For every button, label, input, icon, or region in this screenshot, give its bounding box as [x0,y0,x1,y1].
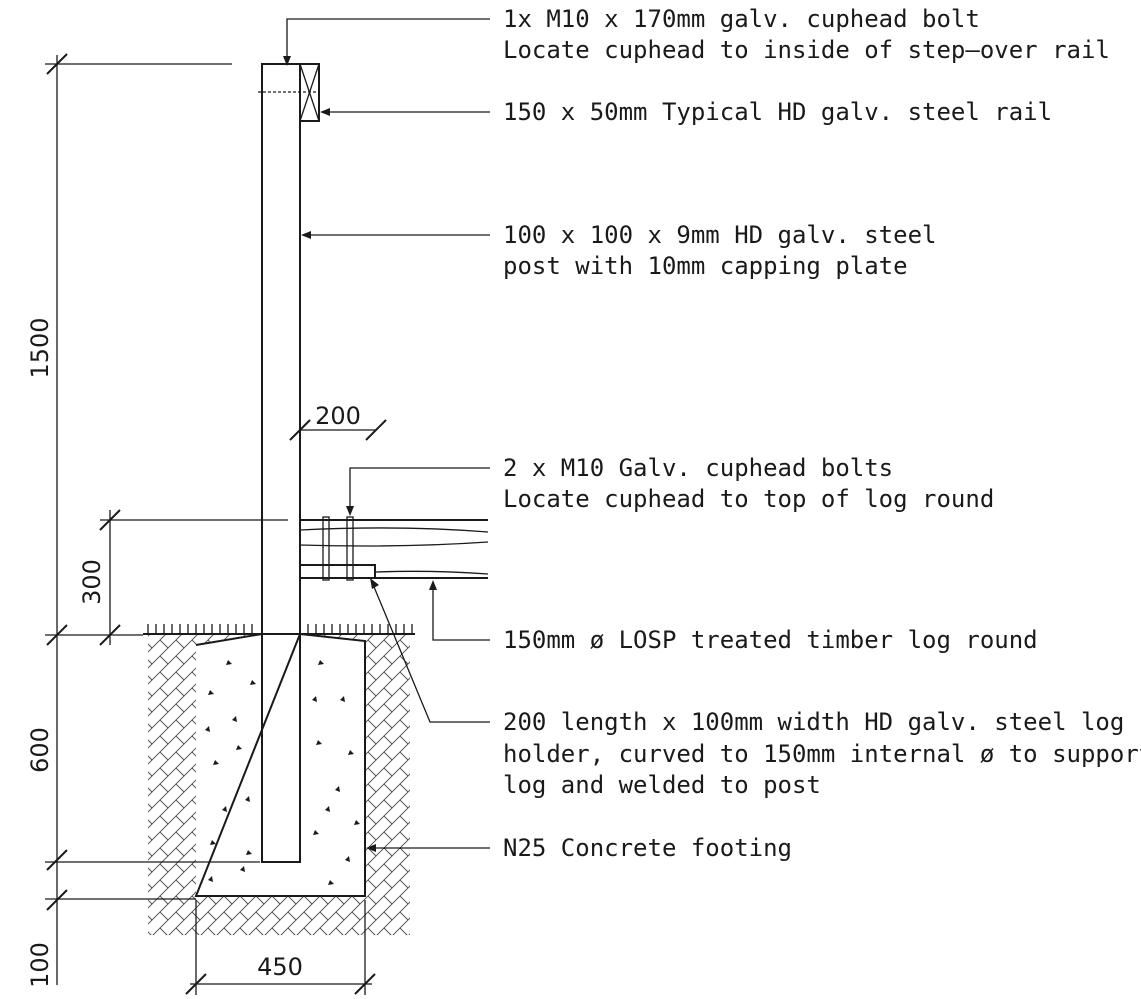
log-bolts [322,516,354,581]
ground-line [143,624,415,635]
dim-log-height: 300 [78,559,106,605]
label-log-holder-2: holder, curved to 150mm internal ø to su… [503,740,1141,768]
steel-rail [299,63,320,122]
dim-embed-depth: 600 [26,727,54,773]
label-post-1: 100 x 100 x 9mm HD galv. steel [503,221,936,249]
steel-post [258,63,318,863]
label-cuphead-bolt-2: Locate cuphead to inside of step—over ra… [503,36,1110,64]
dimension-lines [45,53,387,995]
log-holder [299,564,376,579]
label-footing: N25 Concrete footing [503,834,792,862]
dim-base-gap: 100 [26,942,54,988]
log-round [299,519,489,579]
soil-hatching [148,633,410,935]
label-log-holder-3: log and welded to post [503,771,821,799]
concrete-footing [194,632,366,897]
label-post-2: post with 10mm capping plate [503,252,908,280]
label-log-holder-1: 200 length x 100mm width HD galv. steel … [503,708,1124,736]
leader-lines [283,18,490,852]
dim-footing-width: 450 [257,953,303,981]
label-rail: 150 x 50mm Typical HD galv. steel rail [503,98,1052,126]
dim-post-height: 1500 [26,317,54,378]
label-log-round: 150mm ø LOSP treated timber log round [503,626,1038,654]
dim-holder-length: 200 [315,402,361,430]
label-log-bolts-2: Locate cuphead to top of log round [503,485,994,513]
label-log-bolts-1: 2 x M10 Galv. cuphead bolts [503,454,893,482]
label-cuphead-bolt-1: 1x M10 x 170mm galv. cuphead bolt [503,5,980,33]
